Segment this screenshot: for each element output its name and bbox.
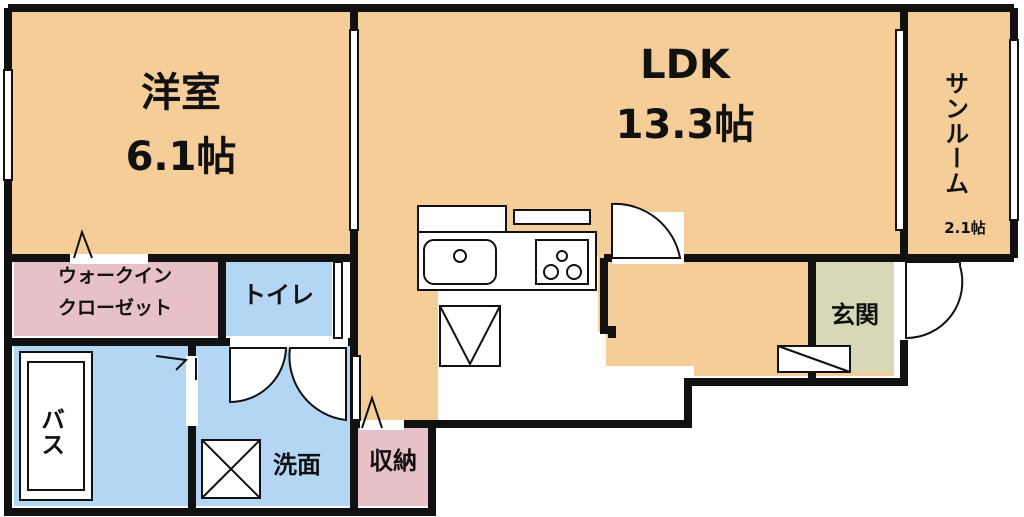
- western-room: [12, 12, 354, 256]
- sunroom-size: 2.1帖: [944, 219, 986, 237]
- kitchen-counter: [417, 205, 597, 291]
- storage-name: 収納: [369, 447, 417, 475]
- washroom-name: 洗面: [273, 451, 321, 479]
- walkin-closet-line2: クローゼット: [57, 297, 172, 319]
- burner-icon: [556, 250, 568, 262]
- bathtub: [19, 351, 93, 501]
- door-swings: [195, 202, 964, 422]
- burner-icon: [543, 264, 559, 280]
- ldk-lower-area: [354, 210, 894, 420]
- ldk-room-size: 13.3帖: [615, 102, 755, 148]
- western-room-size: 6.1帖: [125, 134, 237, 180]
- washing-machine-space: [201, 439, 261, 499]
- burner-icon: [566, 264, 582, 280]
- ldk-room-name: LDK: [640, 42, 730, 88]
- folding-doors: [73, 228, 383, 429]
- entrance-name: 玄関: [831, 301, 879, 329]
- windows: [3, 29, 1019, 421]
- storage-closet: [358, 428, 428, 506]
- shoe-box: [777, 345, 851, 373]
- walkin-closet-line1: ウォークイン: [57, 265, 172, 287]
- bath-name: バス: [36, 407, 65, 457]
- western-room-name: 洋室: [141, 70, 221, 116]
- sunroom-name: サンルーム: [940, 70, 969, 196]
- toilet-name: トイレ: [242, 281, 314, 309]
- toilet-room: [226, 262, 332, 336]
- walkin-closet: [14, 262, 218, 336]
- fridge-space: [439, 305, 501, 367]
- sunroom: [900, 12, 1012, 254]
- sink-drain-icon: [453, 249, 467, 263]
